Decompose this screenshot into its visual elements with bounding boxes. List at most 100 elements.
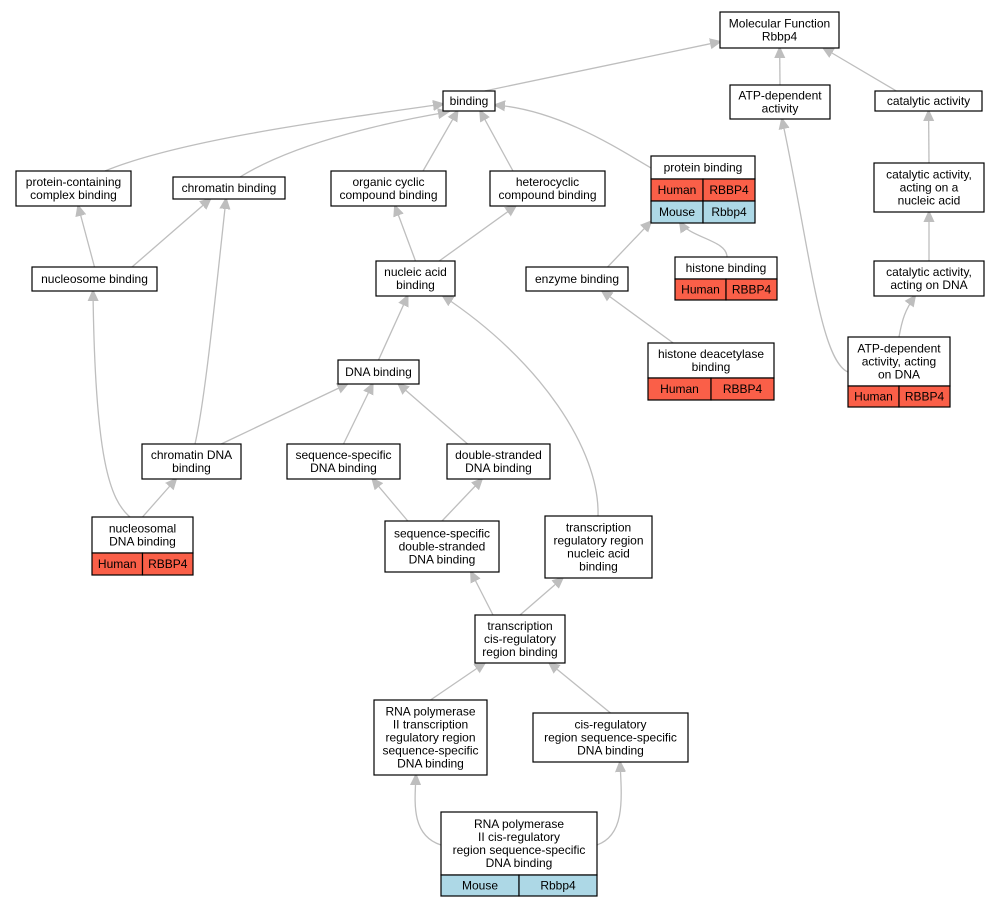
node-label: DNA binding xyxy=(465,461,532,475)
node-label: acting on a xyxy=(900,181,959,195)
edge-catalytic-to-mf xyxy=(823,48,897,92)
node-label: catalytic activity xyxy=(887,94,970,108)
edge-chromdna-to-chromatin xyxy=(194,199,226,445)
node-box xyxy=(373,699,488,776)
edge-occb-to-binding xyxy=(422,111,458,172)
species-label: Human xyxy=(681,283,720,297)
node-box xyxy=(532,712,689,763)
gene-cell xyxy=(518,874,598,897)
edge-nucleosome-to-pccb xyxy=(78,206,96,268)
node-label: catalytic activity, xyxy=(886,168,972,182)
node-label: cis-regulatory xyxy=(484,632,556,646)
node-label: double-stranded xyxy=(399,540,486,554)
node-box xyxy=(286,443,401,480)
node-box xyxy=(442,90,496,112)
node-label: binding xyxy=(396,278,435,292)
node-box xyxy=(874,90,983,112)
node-box xyxy=(172,176,286,200)
node-label: nucleosomal xyxy=(109,522,176,536)
edge-pccb-to-binding xyxy=(104,104,443,172)
node-label: region binding xyxy=(482,645,557,659)
node-box xyxy=(15,170,132,207)
gene-cell xyxy=(725,278,778,301)
node-box xyxy=(446,443,551,480)
node-label: DNA binding xyxy=(409,553,476,567)
node-label: acting on DNA xyxy=(890,278,967,292)
node-label: chromatin binding xyxy=(182,181,277,195)
edge-dna-to-nucacid xyxy=(377,296,408,361)
edge-hccb-to-binding xyxy=(480,111,514,172)
node-label: II cis-regulatory xyxy=(478,830,560,844)
node-label: nucleic acid xyxy=(384,265,447,279)
gene-label: RBBP4 xyxy=(709,183,749,197)
edge-binding-to-mf xyxy=(484,42,720,92)
node-label: activity xyxy=(762,102,799,116)
node-label: ATP-dependent xyxy=(857,342,941,356)
node-label: activity, acting xyxy=(862,355,936,369)
gene-label: RBBP4 xyxy=(905,390,945,404)
node-label: enzyme binding xyxy=(535,272,619,286)
edge-hdac-to-enzyme xyxy=(602,291,674,344)
edge-cisreg-to-tcis xyxy=(549,663,611,714)
node-label: sequence-specific xyxy=(394,527,490,541)
node-label: transcription xyxy=(566,521,631,535)
node-label: histone binding xyxy=(686,261,767,275)
node-label: binding xyxy=(579,560,618,574)
gene-cell xyxy=(710,377,775,401)
node-label: protein binding xyxy=(664,161,743,175)
node-label: transcription xyxy=(487,619,552,633)
node-catdna: catalytic activity,acting on DNA xyxy=(873,260,985,297)
node-label: nucleosome binding xyxy=(41,272,148,286)
species-label: Human xyxy=(98,557,137,571)
node-label: compound binding xyxy=(498,188,596,202)
node-label: complex binding xyxy=(30,188,117,202)
node-box xyxy=(384,520,500,573)
node-box xyxy=(337,359,420,385)
gene-label: RBBP4 xyxy=(148,557,188,571)
node-box xyxy=(31,266,158,292)
edge-nucacid-to-hccb xyxy=(438,206,515,262)
edge-rnap2cis-to-cisreg xyxy=(596,762,621,846)
node-label: protein-containing xyxy=(26,175,121,189)
node-label: organic cyclic xyxy=(352,175,424,189)
node-label: DNA binding xyxy=(109,535,176,549)
node-label: region sequence-specific xyxy=(544,731,677,745)
node-label: cis-regulatory xyxy=(574,718,646,732)
node-label: DNA binding xyxy=(486,856,553,870)
node-label: DNA binding xyxy=(345,365,412,379)
gene-cell xyxy=(141,552,194,576)
edge-nucleosome-to-chromatin xyxy=(131,199,210,268)
node-label: DNA binding xyxy=(577,744,644,758)
node-label: RNA polymerase xyxy=(385,705,475,719)
edge-nucldna-to-chromdna xyxy=(142,479,177,518)
node-label: DNA binding xyxy=(310,461,377,475)
node-catalytic: catalytic activity xyxy=(874,90,983,112)
node-box xyxy=(375,260,456,297)
edge-chromatin-to-binding xyxy=(239,112,448,178)
node-box xyxy=(330,170,447,207)
node-label: Rbbp4 xyxy=(762,30,798,44)
node-label: compound binding xyxy=(339,188,437,202)
node-box xyxy=(873,260,985,297)
node-box xyxy=(873,162,985,213)
edge-ssdna-to-dna xyxy=(342,384,373,445)
gene-label: RBBP4 xyxy=(723,382,763,396)
gene-label: Rbbp4 xyxy=(711,205,747,219)
node-box xyxy=(647,342,775,379)
node-label: binding xyxy=(450,94,489,108)
node-label: regulatory region xyxy=(385,731,475,745)
edge-nucldna-to-nucleosome xyxy=(93,291,131,518)
gene-cell xyxy=(702,200,756,224)
